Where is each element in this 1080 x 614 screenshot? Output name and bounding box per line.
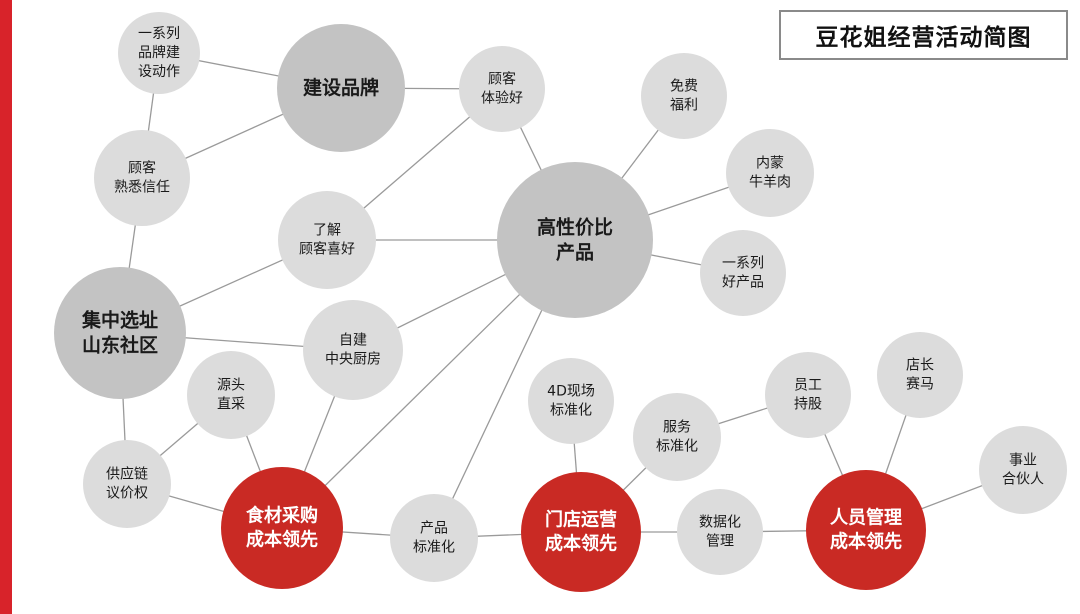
node-label-staff-1: 成本领先 [830,531,902,553]
node-label-food-1: 成本领先 [246,529,318,551]
node-label-kitchen-1: 中央厨房 [325,352,381,368]
node-circle-staff [806,470,926,590]
node-label-partner-0: 事业 [1009,453,1037,469]
node-label-s4d-0: 4D现场 [547,384,595,400]
node-label-series1-1: 品牌建 [138,44,180,61]
node-label-svc-0: 服务 [663,420,691,436]
node-circle-value [497,162,653,318]
node-label-staff-0: 人员管理 [830,507,902,529]
node-circle-partner [979,426,1067,514]
node-label-food-0: 食材采购 [245,505,318,527]
node-circle-trust [94,130,190,226]
node-circle-site [54,267,186,399]
node-label-store-0: 门店运营 [545,509,617,531]
node-circle-know [278,191,376,289]
node-label-goods-0: 一系列 [722,256,764,272]
node-label-partner-1: 合伙人 [1002,472,1044,488]
node-label-mutton-0: 内蒙 [756,156,784,172]
node-label-series1-0: 一系列 [138,26,180,42]
node-label-s4d-1: 标准化 [550,403,592,419]
node-circle-exp [459,46,545,132]
node-label-svc-1: 标准化 [656,439,698,455]
node-label-site-1: 山东社区 [82,334,158,357]
nodes-layer: 建设品牌高性价比产品集中选址山东社区食材采购成本领先门店运营成本领先人员管理成本… [54,12,1067,592]
node-label-data-1: 管理 [706,534,734,550]
node-label-free-0: 免费 [670,79,698,95]
node-label-trust-1: 熟悉信任 [114,180,170,196]
node-brand: 建设品牌 [277,24,405,152]
node-label-exp-0: 顾客 [488,71,516,88]
node-label-race-1: 赛马 [906,377,934,393]
node-circle-std [390,494,478,582]
node-circle-free [641,53,727,139]
left-accent-bar [0,0,12,614]
node-label-supply-1: 议价权 [106,486,148,502]
node-label-site-0: 集中选址 [81,309,158,332]
node-circle-race [877,332,963,418]
node-circle-svc [633,393,721,481]
node-circle-mutton [726,129,814,217]
node-label-source-0: 源头 [217,378,245,394]
node-label-know-0: 了解 [313,223,341,239]
node-label-goods-1: 好产品 [722,275,764,291]
node-circle-s4d [528,358,614,444]
diagram-title: 豆花姐经营活动简图 [779,10,1068,60]
node-label-store-1: 成本领先 [545,533,617,555]
node-label-know-1: 顾客喜好 [299,241,355,258]
node-label-value-1: 产品 [556,241,594,264]
node-label-std-1: 标准化 [413,540,455,556]
node-label-equity-0: 员工 [794,378,822,394]
node-label-series1-2: 设动作 [138,64,180,80]
node-label-value-0: 高性价比 [537,216,613,239]
node-label-mutton-1: 牛羊肉 [749,175,791,191]
node-label-brand-0: 建设品牌 [303,76,379,99]
node-circle-series1 [118,12,200,94]
node-label-free-1: 福利 [670,98,698,114]
node-circle-goods [700,230,786,316]
node-label-race-0: 店长 [906,358,934,374]
node-label-exp-1: 体验好 [481,91,523,107]
node-circle-kitchen [303,300,403,400]
node-circle-brand [277,24,405,152]
node-circle-supply [83,440,171,528]
node-label-kitchen-0: 自建 [339,333,367,349]
node-circle-store [521,472,641,592]
node-label-source-1: 直采 [217,396,245,413]
node-label-trust-0: 顾客 [128,160,156,177]
node-circle-food [221,467,343,589]
node-circle-source [187,351,275,439]
node-label-supply-0: 供应链 [106,466,148,483]
node-circle-data [677,489,763,575]
node-label-std-0: 产品 [420,521,448,537]
node-label-equity-1: 持股 [794,397,822,413]
node-circle-equity [765,352,851,438]
node-label-data-0: 数据化 [699,515,741,531]
